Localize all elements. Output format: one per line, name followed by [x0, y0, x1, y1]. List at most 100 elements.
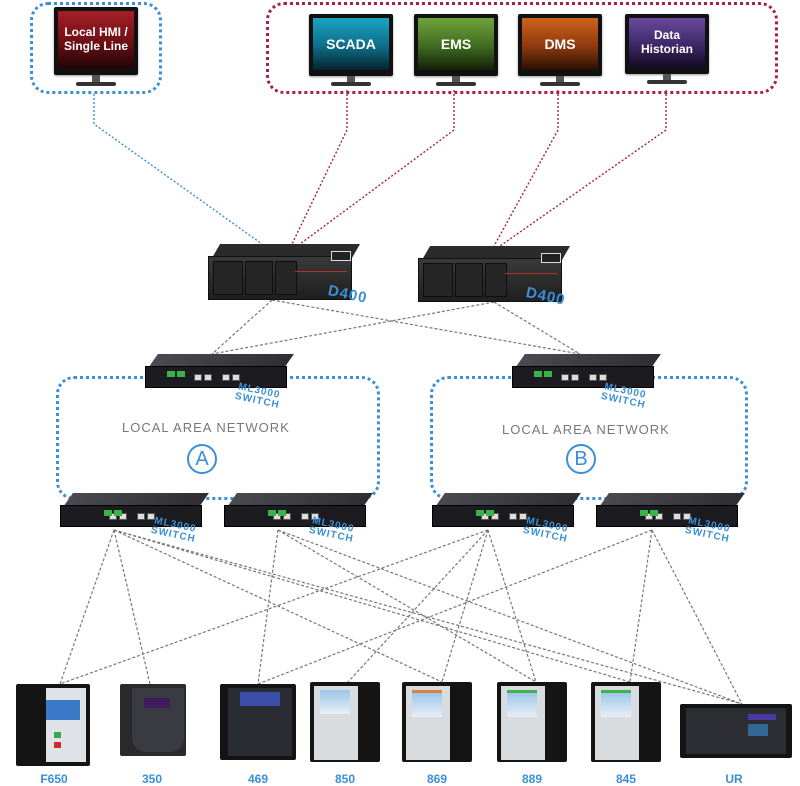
monitor-label-line2: Historian — [640, 42, 693, 56]
relay-label-469: 469 — [247, 772, 269, 786]
ethernet-port — [683, 513, 691, 520]
module-slot — [245, 261, 273, 295]
relay-display — [46, 700, 80, 720]
relay-red-button — [54, 742, 61, 748]
monitor-bezel: EMS — [414, 14, 498, 76]
power-terminal — [177, 371, 185, 377]
chassis-front — [208, 251, 352, 300]
module-slot — [423, 263, 453, 297]
relay-display — [240, 692, 280, 706]
status-stripe — [295, 271, 347, 272]
ethernet-port — [119, 513, 127, 520]
ethernet-port — [232, 374, 240, 381]
enterprise-group-box — [266, 2, 778, 94]
lan-b-badge: B — [566, 444, 596, 474]
power-terminal — [486, 510, 494, 516]
power-terminal — [167, 371, 175, 377]
monitor-stand — [556, 76, 564, 84]
ethernet-port — [491, 513, 499, 520]
lan-b-title: LOCAL AREA NETWORK — [502, 422, 670, 437]
d400-gateway-1 — [208, 244, 361, 300]
wire-d400-1-to-sw-a-top — [211, 299, 273, 355]
wire-sw-a-right-to-889 — [277, 529, 537, 683]
ethernet-port — [645, 513, 653, 520]
wire-sw-a-left-to-f650 — [59, 529, 115, 685]
front-display — [331, 251, 351, 261]
relay-display — [601, 690, 631, 717]
wire-sw-b-right-to-469 — [257, 529, 653, 685]
monitor-stand — [92, 75, 100, 83]
monitor-label-line2: Single Line — [63, 39, 128, 53]
monitor-screen: Data Historian — [629, 18, 705, 68]
wire-hist-to-d400-2 — [499, 90, 667, 247]
ml3000-switch-b-top — [512, 354, 661, 390]
relay-869 — [402, 682, 472, 762]
ml3000-switch-a-top — [145, 354, 294, 390]
power-terminal — [476, 510, 484, 516]
monitor-base — [331, 82, 371, 86]
ethernet-port — [571, 374, 579, 381]
relay-889 — [497, 682, 567, 762]
relay-845 — [591, 682, 661, 762]
monitor-base — [647, 80, 687, 84]
ethernet-port — [273, 513, 281, 520]
monitor-label: SCADA — [326, 35, 376, 52]
ethernet-port — [673, 513, 681, 520]
relay-label-845: 845 — [615, 772, 637, 786]
chassis-front — [418, 253, 562, 302]
ethernet-port — [509, 513, 517, 520]
relay-label-889: 889 — [521, 772, 543, 786]
ethernet-port — [481, 513, 489, 520]
relay-469 — [220, 684, 296, 760]
monitor-base — [436, 82, 476, 86]
switch-front — [596, 505, 738, 527]
ethernet-port — [655, 513, 663, 520]
wire-sw-a-left-to-869 — [113, 529, 443, 683]
monitor-bezel: DMS — [518, 14, 602, 76]
monitor-label-line1: Local HMI / — [64, 25, 128, 40]
wire-dms-to-d400-2 — [493, 90, 559, 247]
power-terminal — [640, 510, 648, 516]
wire-sw-b-left-to-f650 — [59, 529, 489, 685]
relay-display — [412, 690, 442, 717]
ml3000-switch-a-right — [224, 493, 373, 529]
relay-display — [748, 714, 776, 720]
monitor-base — [76, 82, 116, 86]
monitor-data-historian: Data Historian — [625, 14, 709, 100]
d400-gateway-2 — [418, 246, 571, 302]
monitor-dms: DMS — [518, 14, 602, 100]
wire-sw-b-left-to-889 — [487, 529, 537, 683]
power-terminal — [114, 510, 122, 516]
wire-sw-a-left-to-845 — [113, 529, 631, 683]
power-terminal — [544, 371, 552, 377]
monitor-ems: EMS — [414, 14, 498, 100]
wire-sw-a-left-to-350 — [113, 529, 151, 685]
ml3000-switch-b-right — [596, 493, 745, 529]
monitor-local-hmi: Local HMI / Single Line — [54, 7, 138, 93]
lan-a-title: LOCAL AREA NETWORK — [122, 420, 290, 435]
monitor-base — [540, 82, 580, 86]
power-terminal — [534, 371, 542, 377]
ethernet-port — [204, 374, 212, 381]
ethernet-port — [109, 513, 117, 520]
monitor-stand — [663, 74, 671, 82]
ethernet-port — [194, 374, 202, 381]
relay-label-ur: UR — [725, 772, 743, 786]
monitor-bezel: SCADA — [309, 14, 393, 76]
ethernet-port — [589, 374, 597, 381]
switch-front — [512, 366, 654, 388]
monitor-bezel: Local HMI / Single Line — [54, 7, 138, 75]
monitor-bezel: Data Historian — [625, 14, 709, 74]
ethernet-port — [311, 513, 319, 520]
relay-display — [320, 690, 350, 714]
relay-label-850: 850 — [334, 772, 356, 786]
ethernet-port — [519, 513, 527, 520]
status-stripe — [505, 273, 557, 274]
relay-f650 — [16, 684, 90, 766]
monitor-label-line1: Data — [653, 28, 680, 43]
wire-sw-a-right-to-469 — [257, 529, 279, 685]
wire-sw-b-right-to-845 — [629, 529, 653, 683]
front-display — [541, 253, 561, 263]
ethernet-port — [599, 374, 607, 381]
module-slot — [485, 263, 507, 297]
